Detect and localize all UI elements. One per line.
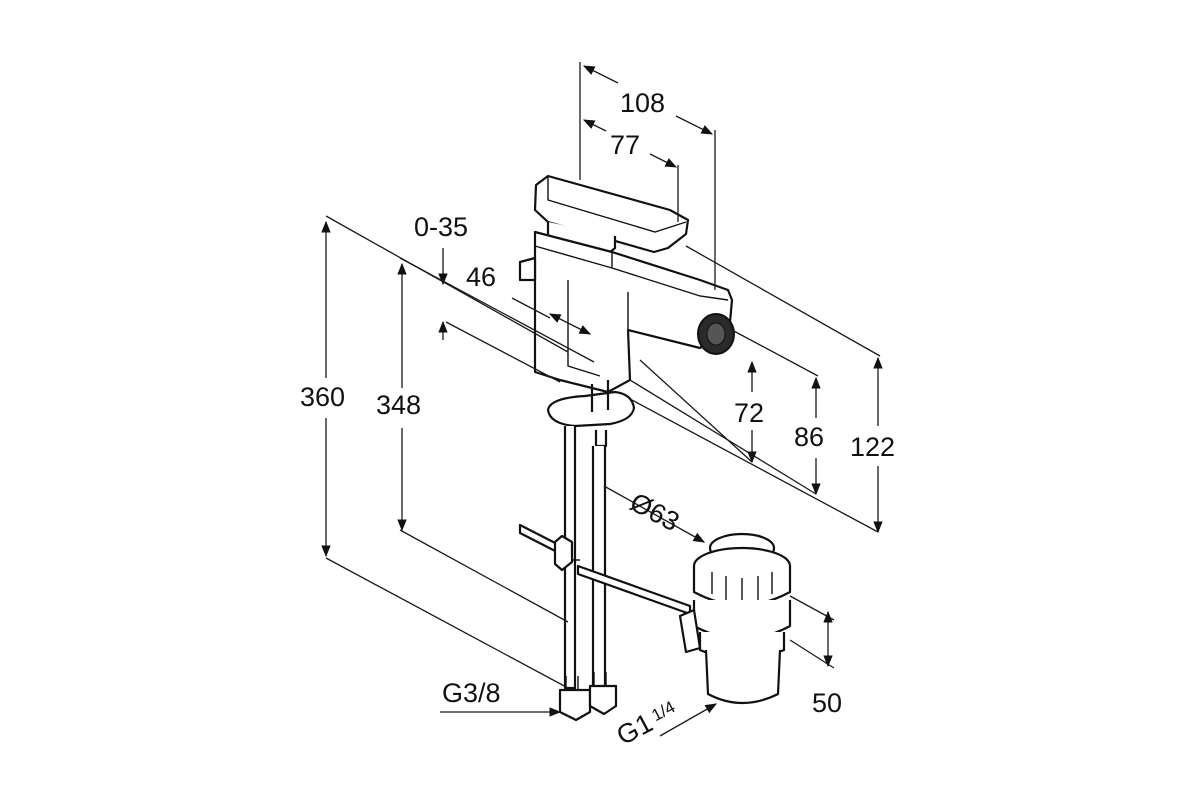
dim-348-label: 348 (376, 390, 421, 420)
dim-122-label: 122 (850, 432, 895, 462)
faucet-body (518, 174, 735, 448)
hose-nut-right (588, 684, 618, 716)
thread-g38-label: G3/8 (442, 678, 501, 708)
dim-50-label: 50 (812, 688, 842, 718)
dimension-lines (321, 62, 883, 737)
dim-diameter-label: Ø63 (625, 487, 684, 537)
thread-fraction-label: 1/4 (648, 697, 678, 725)
dim-360-label: 360 (300, 382, 345, 412)
dim-72-label: 72 (734, 398, 764, 428)
dim-86-label: 86 (794, 422, 824, 452)
faucet-lever (533, 174, 690, 254)
waste-fitting (678, 532, 792, 704)
supply-hoses (518, 426, 692, 722)
hose-nut-left (558, 688, 592, 722)
dim-46-label: 46 (466, 262, 496, 292)
dim-0-35-label: 0-35 (414, 212, 468, 242)
faucet-block (533, 230, 734, 394)
dim-77-label: 77 (610, 130, 640, 160)
dim-108-label: 108 (620, 88, 665, 118)
